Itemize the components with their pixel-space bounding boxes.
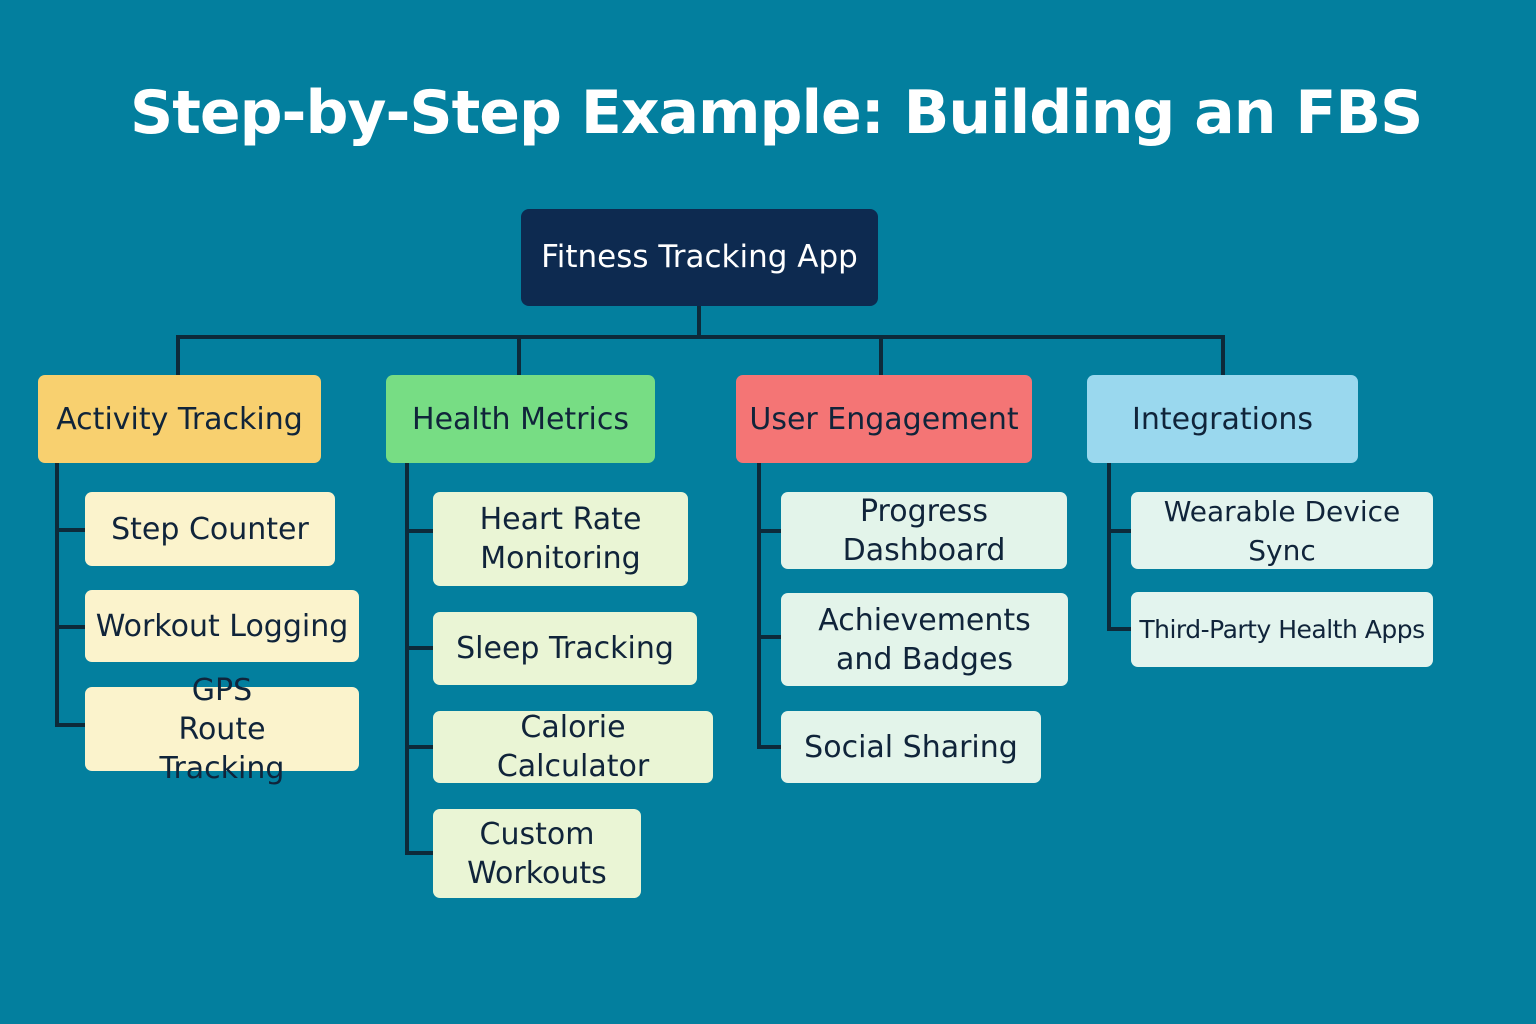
category-integrations: Integrations bbox=[1087, 375, 1358, 463]
feature-achievements-and-badges: Achievements and Badges bbox=[781, 593, 1068, 686]
root-node: Fitness Tracking App bbox=[521, 209, 878, 306]
category-activity-tracking: Activity Tracking bbox=[38, 375, 321, 463]
feature-sleep-tracking: Sleep Tracking bbox=[433, 612, 697, 685]
feature-progress-dashboard: Progress Dashboard bbox=[781, 492, 1067, 569]
category-health-metrics: Health Metrics bbox=[386, 375, 655, 463]
category-user-engagement: User Engagement bbox=[736, 375, 1032, 463]
feature-calorie-calculator: Calorie Calculator bbox=[433, 710, 713, 784]
feature-social-sharing: Social Sharing bbox=[781, 711, 1041, 783]
feature-workout-logging: Workout Logging bbox=[85, 590, 359, 662]
page-title: Step-by-Step Example: Building an FBS bbox=[130, 78, 1423, 148]
feature-wearable-device-sync: Wearable Device Sync bbox=[1131, 492, 1433, 569]
feature-custom-workouts: Custom Workouts bbox=[433, 809, 641, 898]
feature-step-counter: Step Counter bbox=[85, 492, 335, 566]
feature-third-party-health-apps: Third-Party Health Apps bbox=[1131, 592, 1433, 667]
feature-heart-rate-monitoring: Heart Rate Monitoring bbox=[433, 492, 688, 586]
feature-gps-route-tracking: GPS Route Tracking bbox=[85, 673, 359, 786]
